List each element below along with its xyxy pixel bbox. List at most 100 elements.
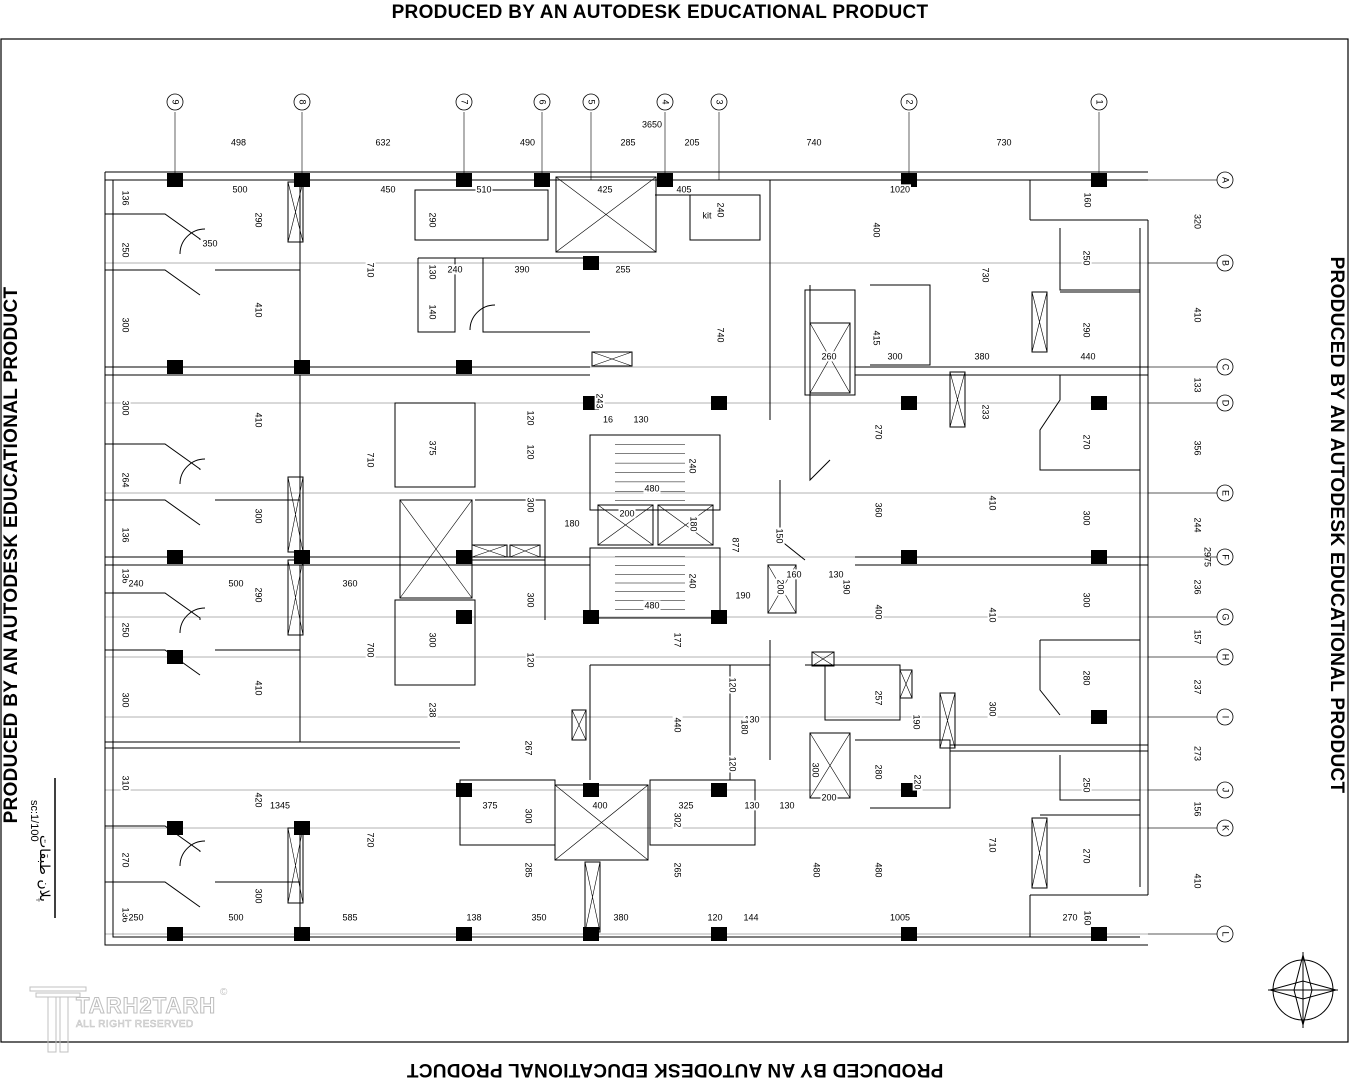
label-mask: [127, 912, 145, 923]
label-mask: [1081, 249, 1092, 267]
room-dimension-label: 300: [254, 508, 264, 523]
label-mask: [120, 851, 131, 869]
door-swing: [179, 228, 206, 255]
dimension-right-overall: 2975: [1203, 547, 1213, 567]
room-dimension-label: 138: [466, 912, 481, 922]
room-dimension-label: 410: [988, 495, 998, 510]
label-mask: [127, 578, 145, 589]
structural-column: [456, 550, 472, 564]
label-mask: [871, 329, 882, 347]
closet: [1031, 817, 1048, 889]
label-mask: [810, 761, 821, 779]
label-mask: [618, 508, 636, 519]
room-dimension-label: 120: [526, 444, 536, 459]
room-dimension-label: 285: [524, 862, 534, 877]
elevator-shaft: [809, 322, 851, 394]
room-dimension-label: 120: [728, 756, 738, 771]
dimension-right-span: 236: [1193, 579, 1203, 594]
shaft-cross: [809, 732, 851, 799]
label-mask: [427, 631, 438, 649]
grid-label-6: 6: [538, 99, 548, 104]
label-mask: [120, 471, 131, 489]
closet: [1031, 291, 1048, 353]
room-dimension-label: 270: [1082, 434, 1092, 449]
label-mask: [1081, 847, 1092, 865]
label-mask: [980, 403, 991, 421]
stair: [589, 547, 721, 619]
label-mask: [596, 184, 614, 195]
closet-cross: [471, 544, 508, 558]
dimension-right-span: 244: [1193, 517, 1203, 532]
room-dimension-label: 240: [688, 458, 698, 473]
label-mask: [688, 515, 699, 533]
room-dimension-label: 270: [874, 424, 884, 439]
room-dimension-label: 375: [428, 440, 438, 455]
room-dimension-label: 190: [912, 714, 922, 729]
label-mask: [980, 266, 991, 284]
room-dimension-label: 350: [202, 238, 217, 248]
room-dimension-label: 250: [1082, 777, 1092, 792]
grid-bubble: [1216, 254, 1234, 272]
structural-column: [1091, 710, 1107, 724]
structural-column: [1091, 173, 1107, 187]
core-wall: [459, 664, 770, 846]
label-mask: [365, 641, 376, 659]
room-dimension-label: 410: [988, 607, 998, 622]
grid-label-3: 3: [715, 99, 725, 104]
room-dimension-label: 1020: [890, 184, 910, 194]
structural-column: [294, 173, 310, 187]
shaft-cross: [555, 176, 657, 253]
room-dimension-label: 130: [744, 714, 759, 724]
structural-column: [456, 173, 472, 187]
grid-bubble: [582, 93, 600, 111]
north-arrow-icon: [1268, 952, 1338, 1028]
room-dimension-label: 180: [564, 518, 579, 528]
label-mask: [523, 861, 534, 879]
label-mask: [268, 800, 292, 811]
label-mask: [379, 184, 397, 195]
room-dimension-label: 280: [874, 764, 884, 779]
room-dimension-label: 380: [613, 912, 628, 922]
elevator-shaft: [657, 504, 714, 546]
room-dimension-label: 270: [121, 852, 131, 867]
logo-copyright: ©: [220, 987, 228, 998]
label-mask: [743, 714, 761, 725]
label-mask: [1081, 433, 1092, 451]
label-mask: [886, 351, 904, 362]
label-mask: [227, 578, 245, 589]
label-mask: [727, 755, 738, 773]
grid-bubble: [1090, 93, 1108, 111]
label-mask: [873, 423, 884, 441]
grid-bubble: [1216, 358, 1234, 376]
label-mask: [523, 739, 534, 757]
room-dimension-label: 1005: [890, 912, 910, 922]
closet: [591, 351, 633, 367]
room-dimension-label: 300: [254, 888, 264, 903]
dimension-top-span: 285: [620, 137, 635, 147]
dimension-right-span: 320: [1193, 214, 1203, 229]
label-mask: [672, 811, 683, 829]
room-dimension-label: 375: [482, 800, 497, 810]
room-dimension-label: 264: [121, 472, 131, 487]
logo-column-icon: [29, 986, 87, 1053]
label-mask: [253, 586, 264, 604]
label-mask: [120, 399, 131, 417]
shaft-cross: [597, 504, 654, 546]
room-dimension-label: 300: [526, 497, 536, 512]
label-mask: [888, 912, 912, 923]
room-dimension-label: 240: [128, 578, 143, 588]
room-dimension-label: 136: [121, 527, 131, 542]
label-mask: [873, 501, 884, 519]
core-wall: [655, 194, 761, 241]
room-dimension-label: 480: [644, 483, 659, 493]
grid-bubble: [1216, 925, 1234, 943]
core-wall: [394, 402, 546, 686]
closet-cross: [287, 559, 304, 636]
grid-bubble: [293, 93, 311, 111]
room-dimension-label: 240: [716, 202, 726, 217]
label-mask: [715, 326, 726, 344]
drawing-title: پلان طبقات: [36, 835, 52, 902]
label-mask: [530, 912, 548, 923]
label-mask: [841, 578, 852, 596]
label-mask: [201, 238, 219, 249]
